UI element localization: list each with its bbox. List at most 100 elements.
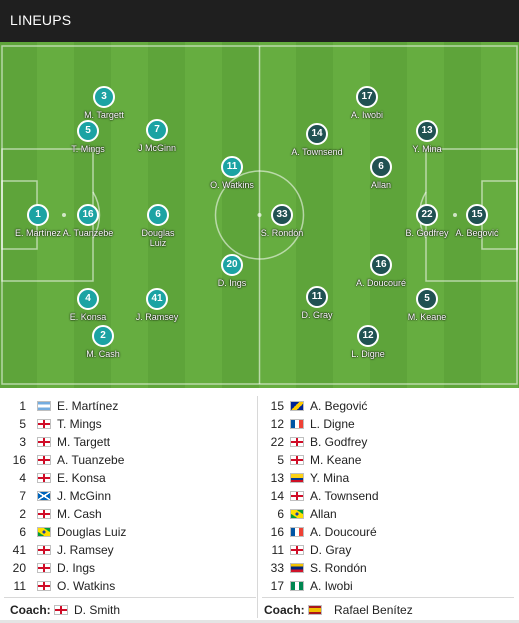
pitch-player-away[interactable]: 13 Y. Mina: [372, 120, 482, 154]
player-name: B. Godfrey: [310, 435, 368, 449]
argentina-flag-icon: [37, 401, 51, 411]
player-name: Douglas Luiz: [141, 228, 175, 248]
pitch-player-away[interactable]: 33 S. Rondón: [227, 204, 337, 238]
france-flag-icon: [290, 419, 304, 429]
shirt-number: 6: [147, 204, 169, 226]
list-item[interactable]: 2 M. Cash: [4, 505, 256, 523]
pitch-player-away[interactable]: 5 M. Keane: [372, 288, 482, 322]
shirt-number: 41: [12, 543, 26, 557]
pitch-player-away[interactable]: 22 B. Godfrey: [372, 204, 482, 238]
player-name: Y. Mina: [412, 144, 442, 154]
shirt-number: 14: [270, 489, 284, 503]
pitch-player-away[interactable]: 15 A. Begović: [422, 204, 519, 238]
pitch-player-home[interactable]: 41 J. Ramsey: [102, 288, 212, 322]
bosnia-flag-icon: [290, 401, 304, 411]
player-name: M. Targett: [57, 435, 111, 449]
player-name: A. Begović: [310, 399, 368, 413]
coach-name[interactable]: D. Smith: [74, 603, 121, 617]
pitch-player-away[interactable]: 16 A. Doucouré: [326, 254, 436, 288]
colombia-flag-icon: [290, 473, 304, 483]
shirt-number: 22: [416, 204, 438, 226]
player-name: M. Keane: [407, 312, 447, 322]
shirt-number: 16: [370, 254, 392, 276]
coach-label: Coach:: [264, 603, 305, 617]
player-name: O. Watkins: [210, 180, 254, 190]
away-coach: Coach: Rafael Benítez: [262, 597, 514, 621]
pitch: 3 M. Targett 5 T. Mings 7 J McGinn 1 E. …: [0, 42, 519, 388]
brazil-flag-icon: [37, 527, 51, 537]
pitch-player-away[interactable]: 6 Allan: [326, 156, 436, 190]
shirt-number: 13: [270, 471, 284, 485]
player-name: Allan: [310, 507, 337, 521]
player-name: S. Rondón: [260, 228, 304, 238]
england-flag-icon: [37, 509, 51, 519]
player-name: M. Targett: [84, 110, 124, 120]
pitch-player-home[interactable]: 6 Douglas Luiz: [103, 204, 213, 248]
england-flag-icon: [290, 437, 304, 447]
player-name: A. Doucouré: [355, 278, 407, 288]
pitch-player-home[interactable]: 2 M. Cash: [48, 325, 158, 359]
coach-name[interactable]: Rafael Benítez: [334, 603, 413, 617]
pitch-player-home[interactable]: 7 J McGinn: [102, 119, 212, 153]
player-name: E. Konsa: [69, 312, 107, 322]
player-name: D. Ings: [217, 278, 247, 288]
pitch-player-home[interactable]: 5 T. Mings: [33, 120, 143, 154]
player-name: A. Iwobi: [350, 110, 383, 120]
player-name: E. Martínez: [14, 228, 61, 238]
shirt-number: 11: [221, 156, 243, 178]
pitch-player-home[interactable]: 20 D. Ings: [177, 254, 287, 288]
shirt-number: 11: [271, 543, 284, 557]
column-divider: [257, 396, 258, 618]
shirt-number: 17: [270, 579, 284, 593]
england-flag-icon: [37, 563, 51, 573]
shirt-number: 41: [146, 288, 168, 310]
pitch-player-home[interactable]: 1 E. Martínez: [0, 204, 93, 238]
player-name: A. Doucouré: [310, 525, 377, 539]
pitch-player-home[interactable]: 4 E. Konsa: [33, 288, 143, 322]
shirt-number: 2: [92, 325, 114, 347]
shirt-number: 20: [221, 254, 243, 276]
pitch-player-home[interactable]: 11 O. Watkins: [177, 156, 287, 190]
shirt-number: 2: [19, 507, 26, 521]
shirt-number: 11: [306, 286, 328, 308]
pitch-player-away[interactable]: 17 A. Iwobi: [312, 86, 422, 120]
player-name: M. Cash: [57, 507, 102, 521]
pitch-player-home[interactable]: 3 M. Targett: [49, 86, 159, 120]
player-name: Douglas Luiz: [57, 525, 127, 539]
player-name: J McGinn: [137, 143, 176, 153]
shirt-number: 15: [466, 204, 488, 226]
pitch-player-away[interactable]: 14 A. Townsend: [262, 123, 372, 157]
pitch-player-away[interactable]: 12 L. Digne: [313, 325, 423, 359]
player-name: S. Rondón: [310, 561, 367, 575]
player-name: A. Begović: [455, 228, 499, 238]
pitch-player-away[interactable]: 11 D. Gray: [262, 286, 372, 320]
player-name: T. Mings: [57, 417, 102, 431]
pitch-player-home[interactable]: 16 A. Tuanzebe: [33, 204, 143, 238]
shirt-number: 20: [12, 561, 26, 575]
shirt-number: 1: [19, 399, 26, 413]
player-name: B. Godfrey: [405, 228, 449, 238]
